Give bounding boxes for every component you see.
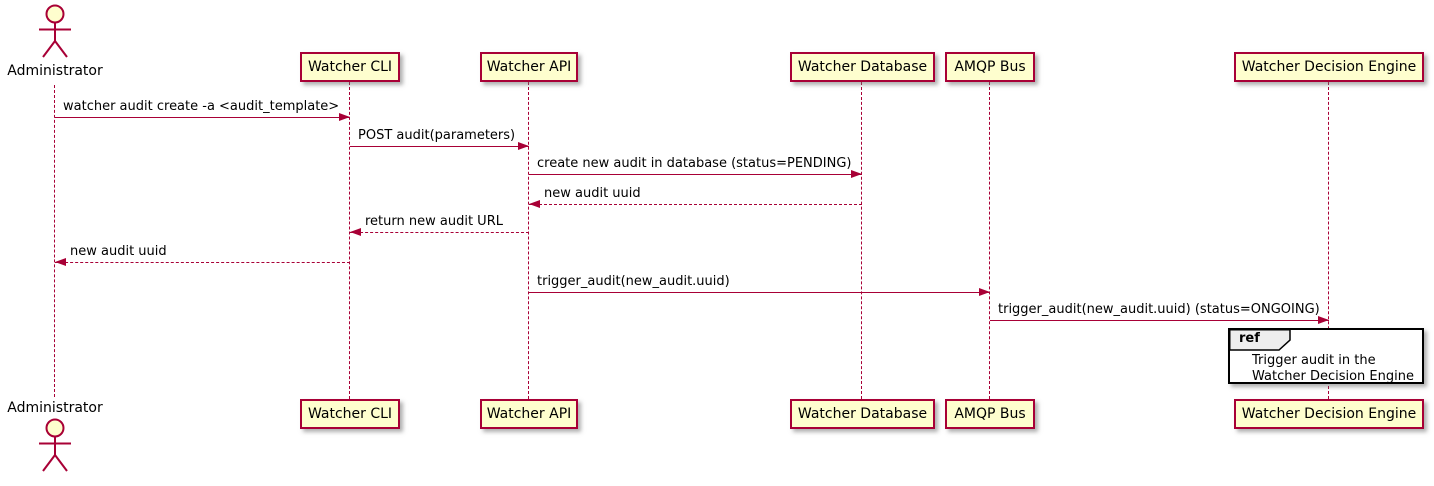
actor-administrator-label-top: Administrator xyxy=(7,63,103,79)
arrowhead-left-icon xyxy=(55,258,66,266)
message-6: new audit uuid xyxy=(55,244,350,266)
message-4: new audit uuid xyxy=(529,186,862,208)
message-4-arrow xyxy=(529,200,862,208)
participant-amqp-bus-top: AMQP Bus xyxy=(945,52,1035,82)
participant-amqp-bus-bottom: AMQP Bus xyxy=(945,399,1035,429)
message-4-label: new audit uuid xyxy=(544,186,641,201)
message-7: trigger_audit(new_audit.uuid) xyxy=(529,274,990,296)
participant-watcher-api-bottom: Watcher API xyxy=(480,399,578,429)
actor-administrator-figure-top xyxy=(33,4,77,66)
lifeline-watcher-decision-engine xyxy=(1328,82,1329,399)
ref-text-line1: Trigger audit in the xyxy=(1252,353,1376,368)
message-1-arrow xyxy=(55,113,350,121)
ref-text: Trigger audit in the Watcher Decision En… xyxy=(1252,353,1414,385)
message-3-arrow xyxy=(529,170,862,178)
participant-watcher-decision-engine-bottom: Watcher Decision Engine xyxy=(1234,399,1424,429)
arrowhead-left-icon xyxy=(350,228,361,236)
actor-administrator-figure-bottom xyxy=(33,418,77,480)
arrowhead-right-icon xyxy=(979,288,990,296)
actor-administrator-label-bottom: Administrator xyxy=(7,400,103,416)
arrowhead-right-icon xyxy=(1318,316,1329,324)
lifeline-administrator xyxy=(54,85,55,397)
message-5-arrow xyxy=(350,228,529,236)
message-6-label: new audit uuid xyxy=(70,244,167,259)
arrowhead-right-icon xyxy=(851,170,862,178)
message-1: watcher audit create -a <audit_template> xyxy=(55,99,350,121)
message-5-label: return new audit URL xyxy=(365,214,503,229)
actor-icon xyxy=(39,418,71,472)
participant-watcher-cli-bottom: Watcher CLI xyxy=(300,399,400,429)
message-7-arrow xyxy=(529,288,990,296)
lifeline-watcher-api xyxy=(528,82,529,399)
message-8-label: trigger_audit(new_audit.uuid) (status=ON… xyxy=(998,302,1320,317)
lifeline-watcher-cli xyxy=(349,82,350,399)
message-3: create new audit in database (status=PEN… xyxy=(529,156,862,178)
participant-watcher-database-top: Watcher Database xyxy=(790,52,935,82)
message-6-arrow xyxy=(55,258,350,266)
participant-watcher-cli-top: Watcher CLI xyxy=(300,52,400,82)
message-2-label: POST audit(parameters) xyxy=(358,128,516,143)
arrowhead-right-icon xyxy=(339,113,350,121)
message-8-arrow xyxy=(990,316,1329,324)
ref-fragment: ref Trigger audit in the Watcher Decisio… xyxy=(1228,328,1424,384)
participant-watcher-decision-engine-top: Watcher Decision Engine xyxy=(1234,52,1424,82)
message-2: POST audit(parameters) xyxy=(350,128,529,150)
participant-watcher-database-bottom: Watcher Database xyxy=(790,399,935,429)
message-3-label: create new audit in database (status=PEN… xyxy=(537,156,852,171)
message-1-label: watcher audit create -a <audit_template> xyxy=(63,99,340,114)
message-2-arrow xyxy=(350,142,529,150)
lifeline-watcher-database xyxy=(861,82,862,399)
lifeline-amqp-bus xyxy=(989,82,990,399)
message-8: trigger_audit(new_audit.uuid) (status=ON… xyxy=(990,302,1329,324)
actor-icon xyxy=(39,4,71,58)
ref-tab-shape xyxy=(1229,329,1291,351)
ref-text-line2: Watcher Decision Engine xyxy=(1252,369,1414,384)
arrowhead-left-icon xyxy=(529,200,540,208)
arrowhead-right-icon xyxy=(518,142,529,150)
message-5: return new audit URL xyxy=(350,214,529,236)
ref-keyword: ref xyxy=(1239,331,1260,346)
message-7-label: trigger_audit(new_audit.uuid) xyxy=(537,274,730,289)
participant-watcher-api-top: Watcher API xyxy=(480,52,578,82)
